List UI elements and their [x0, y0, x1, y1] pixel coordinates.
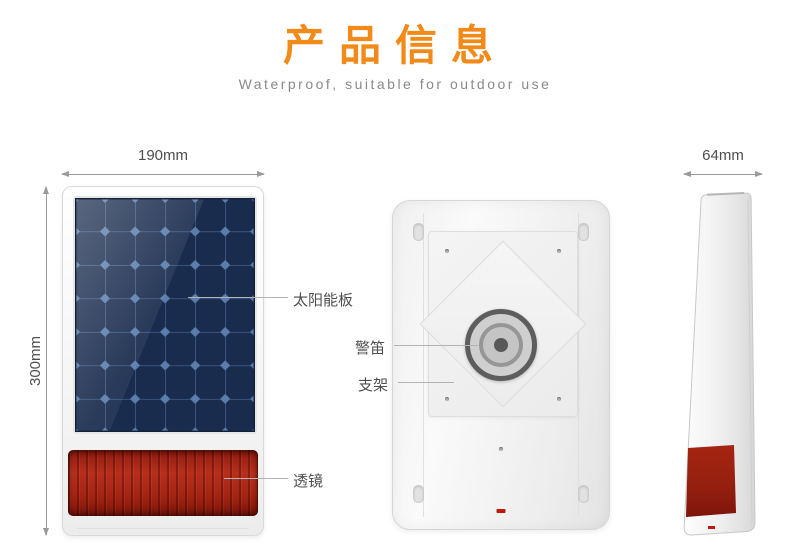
bracket-label: 支架 — [358, 377, 389, 394]
screw-dot — [445, 397, 449, 401]
siren-label: 警笛 — [355, 340, 386, 357]
dimension-width-label: 190mm — [137, 147, 189, 164]
dimension-height-label: 300mm — [27, 335, 44, 387]
seam-line-right — [578, 213, 579, 517]
side-view-profile — [683, 192, 756, 536]
side-lens-red — [686, 445, 736, 517]
solar-panel-leader-line — [188, 297, 288, 298]
side-view — [682, 192, 760, 537]
front-base-seam — [77, 528, 249, 529]
mount-slot-bottom-left — [413, 485, 424, 503]
screw-dot — [445, 249, 449, 253]
front-view-body — [62, 186, 264, 536]
back-view-body — [392, 200, 610, 530]
lens — [68, 450, 258, 516]
dimension-depth-label: 64mm — [702, 147, 744, 164]
mount-slot-bottom-right — [578, 485, 589, 503]
status-led — [496, 509, 506, 513]
bracket-leader-line — [398, 382, 454, 383]
mount-slot-top-left — [413, 223, 424, 241]
front-view — [62, 186, 264, 536]
lens-label: 透镜 — [293, 473, 324, 490]
lens-leader-line — [224, 478, 288, 479]
page-title: 产品信息 — [282, 22, 507, 69]
siren-outer-ring — [465, 309, 537, 381]
solar-cell-grid — [75, 198, 255, 432]
dimension-height-line — [43, 186, 49, 536]
seam-line-left — [423, 213, 424, 517]
page-subtitle: Waterproof, suitable for outdoor use — [238, 76, 552, 92]
siren-hub — [494, 338, 508, 352]
solar-panel-label: 太阳能板 — [293, 292, 354, 309]
screw-dot — [499, 447, 503, 451]
back-view — [392, 200, 610, 530]
mount-slot-top-right — [578, 223, 589, 241]
solar-panel — [73, 196, 257, 434]
dimension-depth-line — [683, 171, 763, 177]
screw-dot — [557, 249, 561, 253]
dimension-width-line — [61, 171, 265, 177]
screw-dot — [557, 397, 561, 401]
siren-leader-line — [394, 345, 478, 346]
